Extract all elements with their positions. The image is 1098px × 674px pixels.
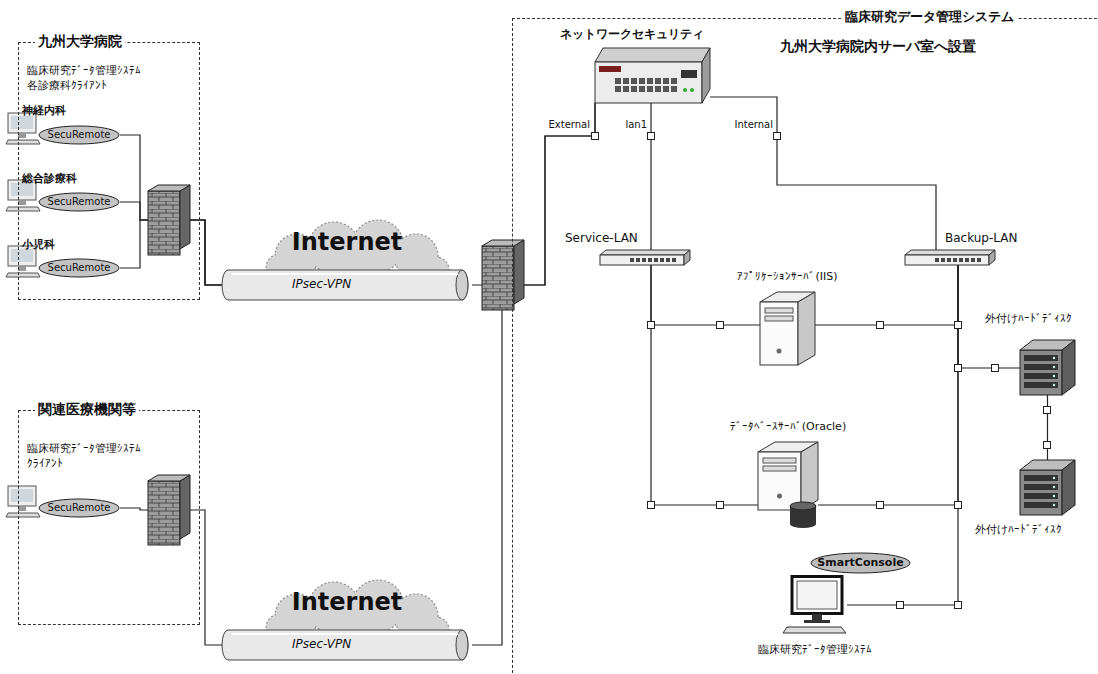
admin-console-shape: [783, 575, 847, 635]
server: ｱﾌﾟﾘｹｰｼｮﾝｻｰﾊﾞ(IIS): [760, 290, 815, 365]
external-disk-shape: [1020, 460, 1075, 515]
network-link: [818, 265, 958, 505]
node-label: 外付けﾊｰﾄﾞﾃﾞｨｽｸ: [975, 523, 1062, 536]
firewall-appliance-shape: [595, 48, 710, 103]
department-label: 神経内科: [22, 104, 66, 117]
external-disk: 外付けﾊｰﾄﾞﾃﾞｨｽｸ: [1020, 460, 1075, 515]
firewall-icon: [148, 185, 190, 255]
location-note: 九州大学病院内サーバ室へ設置: [780, 38, 976, 55]
node-label: 九州大学病院: [35, 33, 125, 50]
node-label: SecuRemote: [48, 196, 111, 208]
node-sublabel: 臨床研究ﾃﾞｰﾀ管理ｼｽﾃﾑ 各診療科ｸﾗｲｱﾝﾄ: [27, 63, 152, 94]
node-sublabel: 臨床研究ﾃﾞｰﾀ管理ｼｽﾃﾑ ｸﾗｲｱﾝﾄ: [27, 441, 152, 472]
node-label: Internet: [292, 228, 402, 257]
client-pc-icon: [6, 113, 40, 144]
node-label: ｱﾌﾟﾘｹｰｼｮﾝｻｰﾊﾞ(IIS): [737, 270, 837, 283]
node-label: SecuRemote: [48, 129, 111, 141]
server-shape: [760, 290, 815, 365]
client-site-box: 九州大学病院臨床研究ﾃﾞｰﾀ管理ｼｽﾃﾑ 各診療科ｸﾗｲｱﾝﾄSecuRemot…: [18, 42, 200, 300]
vpn-client-ellipse: SecuRemote: [38, 258, 120, 278]
internet-cloud: InternetIPsec-VPN: [222, 582, 472, 664]
node-label: 外付けﾊｰﾄﾞﾃﾞｨｽｸ: [985, 312, 1072, 325]
external-disk: 外付けﾊｰﾄﾞﾃﾞｨｽｸ: [1020, 340, 1075, 395]
external-disk-shape: [1020, 340, 1075, 395]
system-boundary: 臨床研究データ管理システムネットワークセキュリティService-LANBack…: [512, 18, 1098, 674]
port-label: lan1: [600, 119, 647, 131]
port-label: Internal: [700, 119, 773, 131]
network-link: [651, 265, 758, 505]
network-link: [120, 135, 222, 285]
internet-cloud: InternetIPsec-VPN: [222, 222, 472, 304]
network-link: [1047, 395, 1048, 460]
node-sublabel: IPsec-VPN: [292, 637, 351, 651]
client-pc-icon: [6, 486, 40, 517]
department-label: 小児科: [22, 238, 55, 251]
port-label: External: [520, 119, 590, 131]
firewall-icon: [148, 475, 190, 545]
node-label: SmartConsole: [817, 556, 903, 569]
network-link: [472, 103, 595, 645]
port-square: [592, 133, 1051, 609]
department-label: 総合診療科: [22, 172, 77, 185]
node-label: Internet: [292, 588, 402, 617]
firewall-appliance: ネットワークセキュリティ: [595, 48, 710, 103]
node-sublabel: IPsec-VPN: [292, 277, 351, 291]
network-link: [650, 103, 651, 250]
console-ellipse: SmartConsole: [810, 552, 911, 574]
node-label: 関連医療機関等: [35, 401, 139, 418]
lan-switch: Backup-LAN: [905, 250, 995, 265]
node-label: Service-LAN: [565, 231, 638, 245]
vpn-client-ellipse: SecuRemote: [38, 192, 120, 212]
node-label: SecuRemote: [48, 262, 111, 274]
lan-switch-shape: [600, 250, 690, 265]
vpn-client-ellipse: SecuRemote: [38, 125, 120, 145]
server: ﾃﾞｰﾀﾍﾞｰｽｻｰﾊﾞ(Oracle): [758, 440, 818, 530]
lan-switch-shape: [905, 250, 995, 265]
node-label: SecuRemote: [48, 502, 111, 514]
firewall-icon: [482, 240, 524, 310]
server-shape: [758, 440, 818, 530]
admin-console: 臨床研究ﾃﾞｰﾀ管理ｼｽﾃﾑSmartConsole: [783, 575, 847, 635]
node-label: ﾃﾞｰﾀﾍﾞｰｽｻｰﾊﾞ(Oracle): [730, 420, 846, 433]
client-site-box: 関連医療機関等臨床研究ﾃﾞｰﾀ管理ｼｽﾃﾑ ｸﾗｲｱﾝﾄSecuRemote: [18, 410, 200, 625]
lan-switch: Service-LAN: [600, 250, 690, 265]
node-label: 臨床研究ﾃﾞｰﾀ管理ｼｽﾃﾑ: [758, 643, 872, 656]
vpn-client-ellipse: SecuRemote: [38, 498, 120, 518]
node-label: Backup-LAN: [945, 231, 1017, 245]
node-label: ネットワークセキュリティ: [560, 27, 704, 41]
node-label: 臨床研究データ管理システム: [841, 9, 1018, 25]
